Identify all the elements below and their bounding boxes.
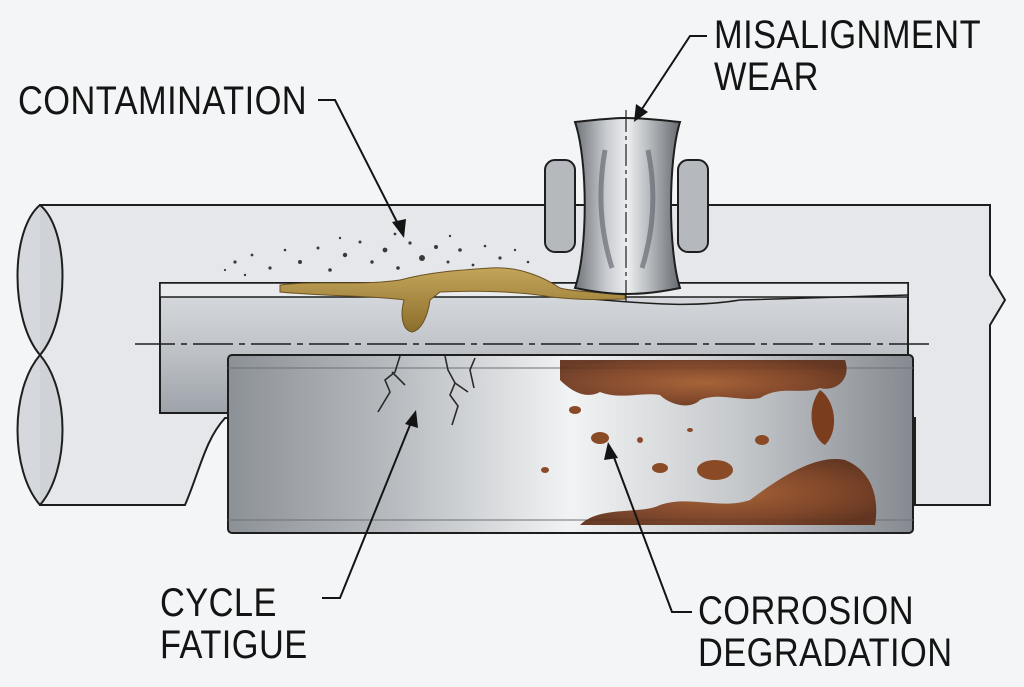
outer-race <box>227 354 914 534</box>
grooved-roller <box>544 110 709 305</box>
cycle-fatigue-label: CYCLE FATIGUE <box>160 582 308 666</box>
contaminant-particles <box>223 232 530 277</box>
cycle-fatigue-arrowhead <box>405 410 418 428</box>
corrosion-arrowhead <box>604 442 618 460</box>
degradation-text: DEGRADATION <box>698 631 953 675</box>
rust-patches <box>541 360 877 525</box>
corrosion-degradation-label: CORROSION DEGRADATION <box>698 590 952 674</box>
contamination-text: CONTAMINATION <box>18 79 308 123</box>
fatigue-text: FATIGUE <box>160 623 308 667</box>
misalignment-arrowhead <box>634 104 648 122</box>
fatigue-cracks <box>377 355 476 426</box>
arrowheads <box>392 104 648 460</box>
contamination-arrowhead <box>392 219 406 238</box>
cycle-text: CYCLE <box>160 581 277 625</box>
misalignment-text: MISALIGNMENT <box>714 13 982 57</box>
shaft-end <box>16 204 64 506</box>
corrosion-text: CORROSION <box>698 589 915 633</box>
misalignment-wear-label: MISALIGNMENT WEAR <box>714 14 981 98</box>
contaminant-fluid <box>279 267 626 333</box>
wear-text: WEAR <box>714 55 819 99</box>
contamination-label: CONTAMINATION <box>18 80 307 122</box>
leader-lines <box>318 35 707 613</box>
